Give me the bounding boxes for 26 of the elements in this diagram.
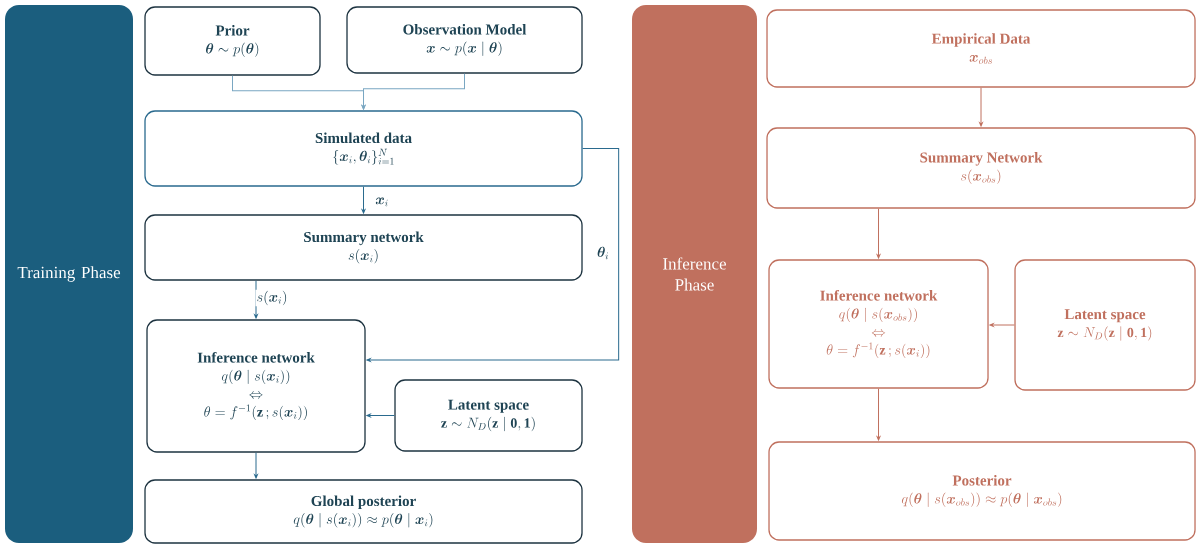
arrow — [361, 186, 366, 214]
edge-label: $\boldsymbol{\theta}_i$ — [596, 245, 611, 261]
arrow — [989, 323, 1015, 327]
process-box: Latent space $\mathbf{z} \sim N_D(\mathbf{z} \mid \mathbf{0}, \mathbf{1})$ — [1014, 259, 1196, 391]
arrow — [366, 413, 395, 418]
process-box: Prior $\boldsymbol{\theta} \sim p(\boldsymbol{\theta})$ — [144, 6, 321, 76]
process-box: Summary network $s(\boldsymbol{x}_i)$ — [144, 214, 583, 281]
process-box: Summary Network $s(\boldsymbol{x}_{obs})$ — [766, 127, 1196, 209]
arrow — [361, 73, 465, 110]
arrow — [876, 388, 881, 441]
process-box: Posterior $q(\boldsymbol{\theta} \mid s(\boldsymbol{x}_{obs})) \approx p(\boldsymbol{\theta} \mid \boldsymbol{x}_{obs})$ — [768, 441, 1196, 541]
process-box: Global posterior $q(\boldsymbol{\theta} \mid s(\boldsymbol{x}_i)) \approx p(\boldsymbol{\theta} \mid \boldsymbol{x}_i)$ — [144, 479, 583, 544]
phase-band: Training Phase — [5, 5, 133, 543]
process-box: Simulated data $\{\boldsymbol{x}_i, \boldsymbol{\theta}_i\}_{i=1}^{N}$ — [144, 110, 583, 187]
edge-label: $s(\boldsymbol{x}_i)$ — [255, 289, 289, 307]
arrow — [366, 148, 620, 362]
arrow — [254, 452, 258, 479]
process-box: Empirical Data $\boldsymbol{x}_{obs}$ — [766, 9, 1196, 88]
process-box: Latent space $\mathbf{z} \sim N_D(\mathbf{z} \mid \mathbf{0}, \mathbf{1})$ — [394, 379, 583, 452]
arrow — [876, 208, 881, 259]
edge-label: $\boldsymbol{x}_i$ — [374, 196, 390, 208]
process-box: Observation Model $\boldsymbol{x} \sim p(\boldsymbol{x} \mid \boldsymbol{\theta})$ — [346, 6, 583, 74]
arrow — [979, 87, 983, 127]
process-box: Inference network $q(\boldsymbol{\theta} \mid s(\boldsymbol{x}_{obs}))$ $\Leftrightarrow$ $\theta = f^{-1}(\mathbf{z}\,; s(\boldsymbol{x}_i))$ — [768, 259, 989, 389]
phase-band: Inference Phase — [632, 5, 757, 543]
process-box: Inference network $q(\boldsymbol{\theta} \mid s(\boldsymbol{x}_i))$ $\Leftrightarrow$ $\theta = f^{-1}(\mathbf{z}\,; s(\boldsymbol{x}_i))$ — [146, 319, 366, 453]
